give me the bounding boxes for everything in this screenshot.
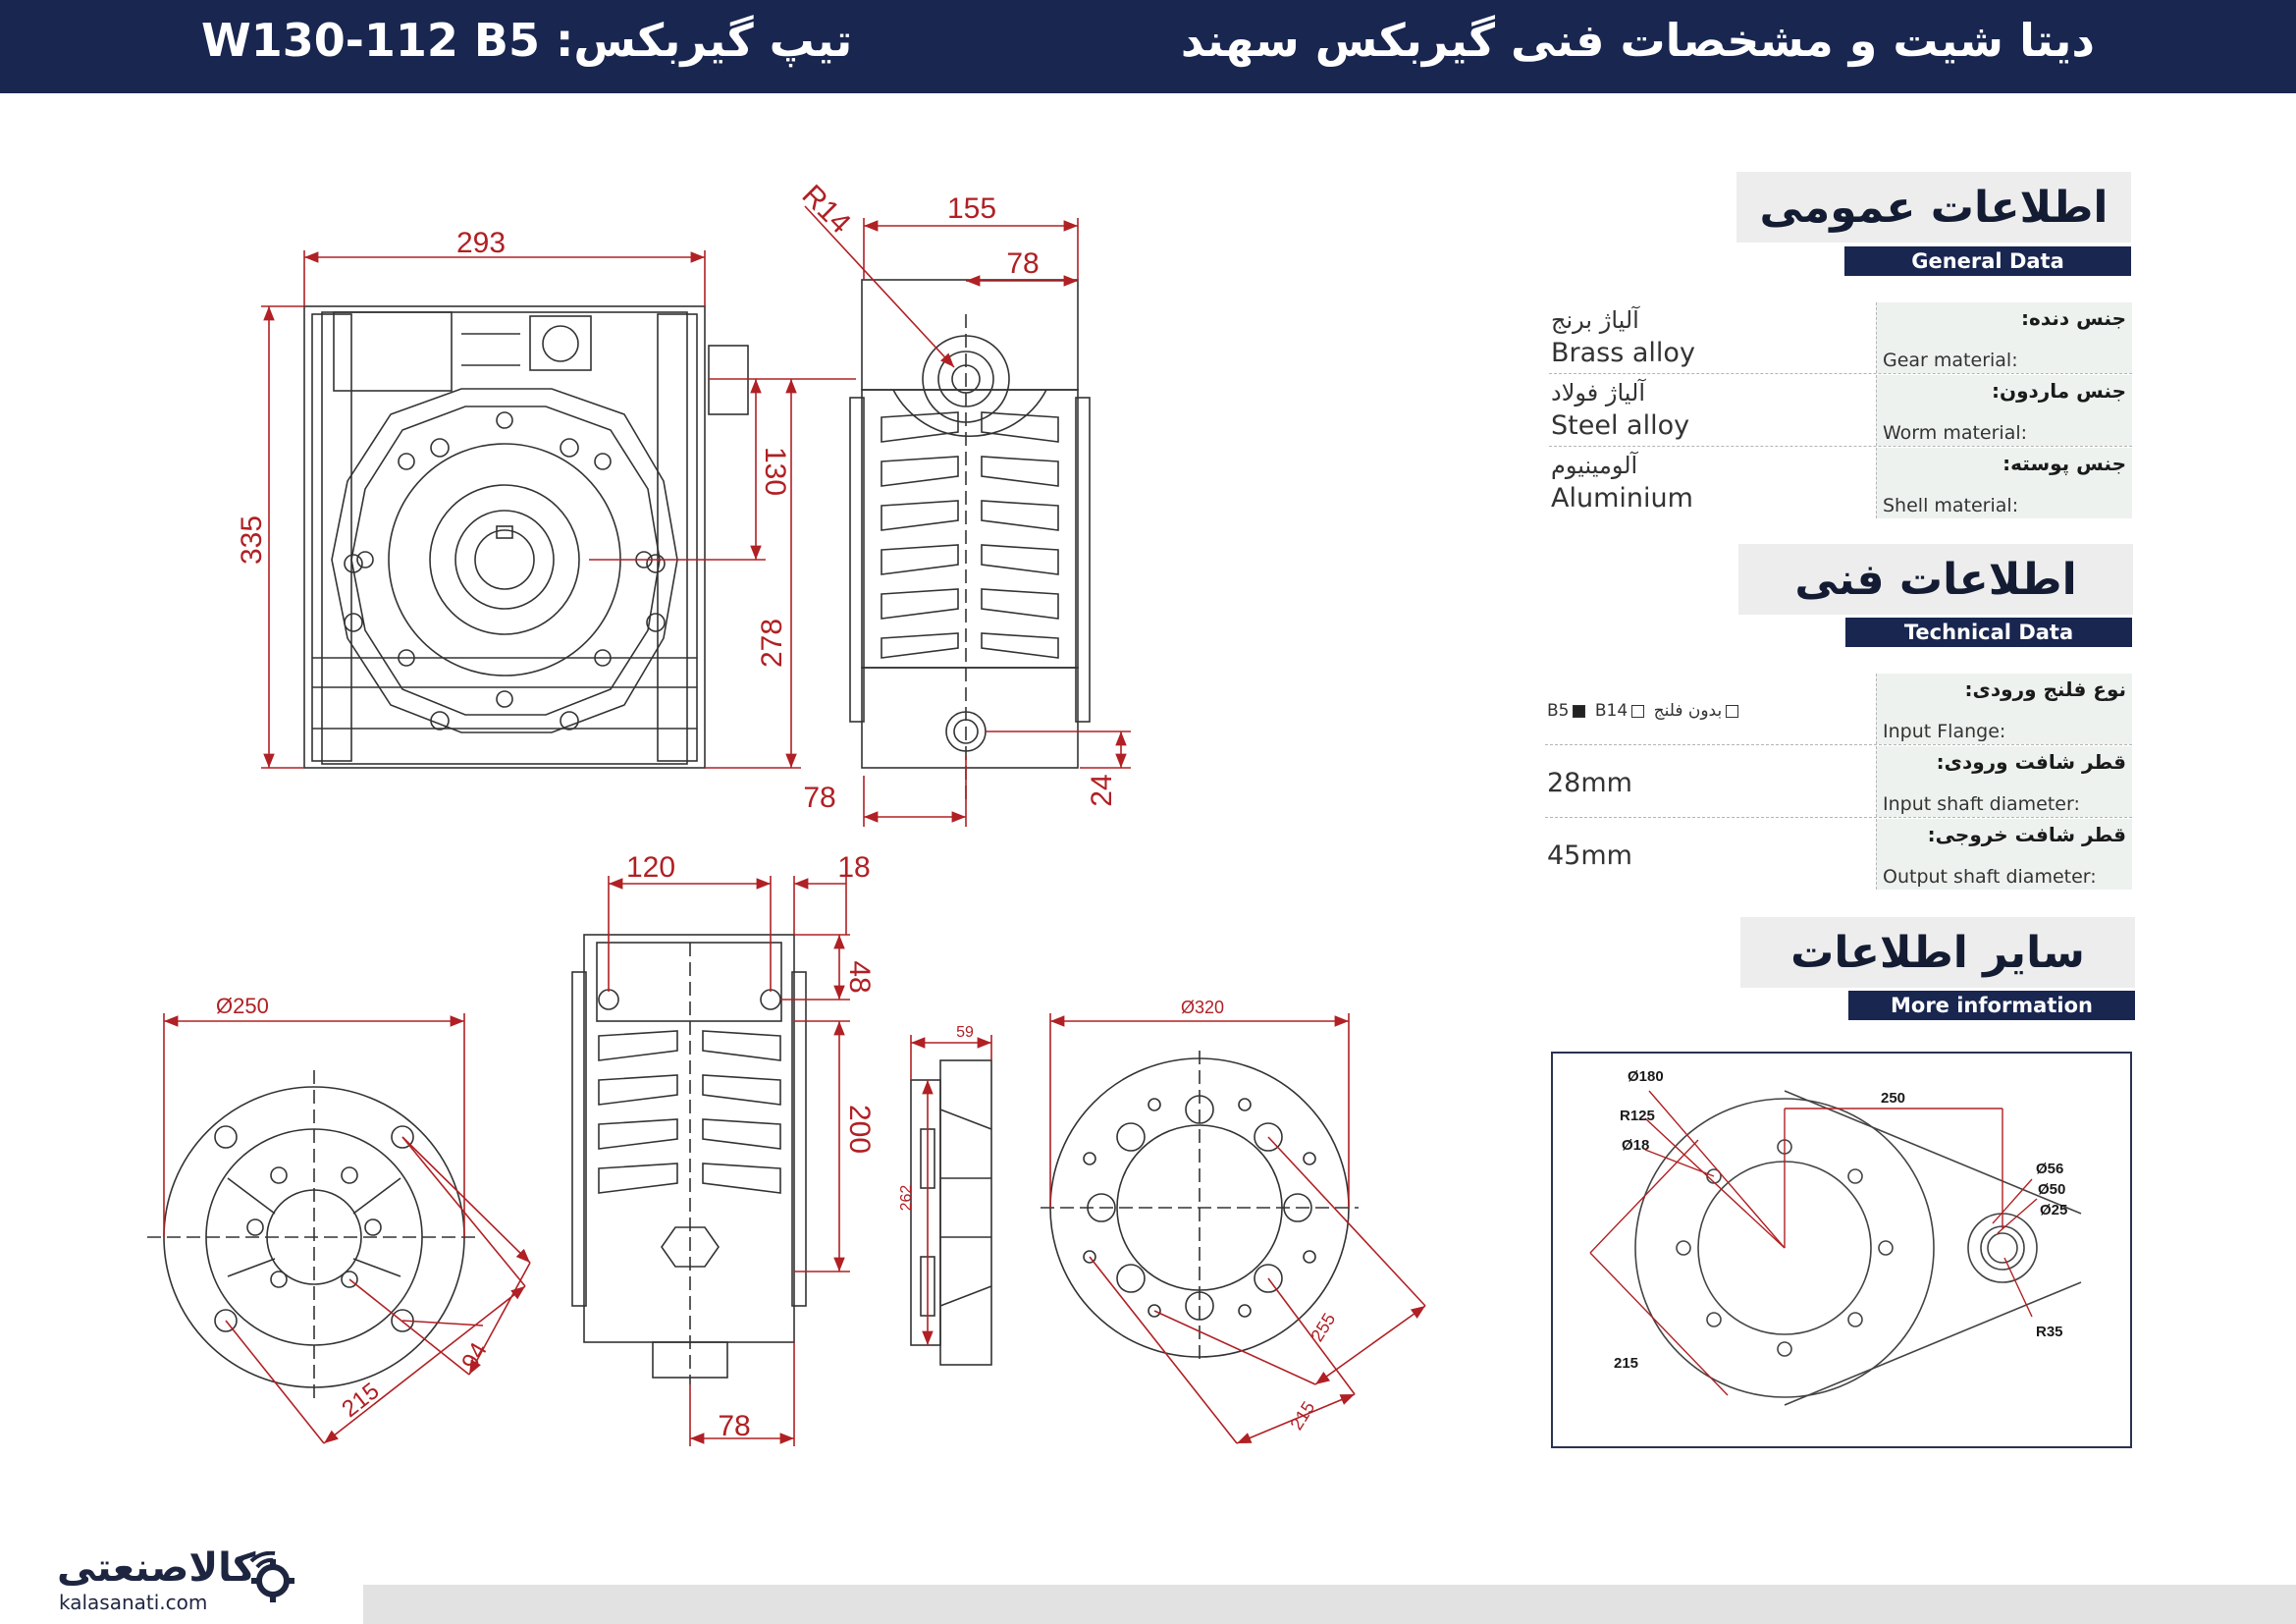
side-view (849, 279, 1091, 805)
worm-material-label-en: Worm material: (1883, 422, 2028, 444)
dim-r14: R14 (796, 179, 857, 240)
dim-130: 130 (759, 447, 791, 496)
table-row: جنس ماردون: Worm material: آلیاژ فولاد S… (1549, 375, 2132, 447)
table-row: جنس دنده: Gear material: آلیاژ برنج Bras… (1549, 302, 2132, 374)
gear-material-label: جنس دنده: (2021, 306, 2126, 330)
info-dia18: Ø18 (1622, 1137, 1649, 1154)
flange-b14-label: B14 (1594, 701, 1629, 721)
flange-profile-view (910, 1059, 992, 1366)
dimension-labels: 293 155 78 R14 335 130 278 78 24 120 18 … (216, 179, 1339, 1442)
flange-none-checkbox[interactable] (1726, 704, 1739, 718)
page-title: دیتا شیت و مشخصات فنی گیربکس سهند (1180, 14, 2095, 67)
worm-material-label: جنس ماردون: (1992, 379, 2126, 403)
shell-material-label: جنس پوسته: (2002, 452, 2126, 475)
dim-215-b: 215 (1286, 1398, 1318, 1434)
brand-name: کالاصنعتی (57, 1545, 256, 1591)
brand-url: kalasanati.com (59, 1591, 208, 1614)
flange-none-label: بدون فلنج (1653, 701, 1723, 721)
input-flange-label: نوع فلنج ورودی: (1964, 677, 2126, 701)
dim-59: 59 (956, 1024, 974, 1041)
dim-200: 200 (843, 1105, 876, 1154)
page-header: دیتا شیت و مشخصات فنی گیربکس سهند تیپ گی… (0, 0, 2296, 93)
input-flange-options: B5 B14 بدون فلنج (1547, 701, 1742, 721)
info-dia56: Ø56 (2036, 1161, 2063, 1177)
front-view (303, 305, 749, 769)
brand-logo[interactable]: کالاصنعتی kalasanati.com (0, 1543, 363, 1624)
output-flange-view (147, 1070, 481, 1404)
general-data-heading: اطلاعات عمومی (1736, 172, 2131, 243)
dim-293: 293 (456, 227, 506, 259)
dim-335: 335 (236, 515, 268, 565)
dim-278: 278 (756, 619, 788, 668)
input-flange-view (1041, 1051, 1359, 1365)
flange-b5-checkbox[interactable] (1573, 704, 1586, 718)
dim-78-top: 78 (1006, 247, 1039, 280)
info-dia50: Ø50 (2038, 1181, 2065, 1198)
worm-material-value: آلیاژ فولاد (1551, 379, 1645, 406)
shell-material-label-en: Shell material: (1883, 495, 2019, 516)
output-shaft-label-en: Output shaft diameter: (1883, 866, 2097, 888)
dimension-lines (163, 205, 1426, 1446)
technical-data-subheading: Technical Data (1845, 618, 2132, 647)
torque-arm-drawing: Ø180 R125 Ø18 250 Ø56 Ø50 Ø25 R35 215 (1551, 1052, 2132, 1448)
dim-18: 18 (837, 851, 870, 884)
output-shaft-label: قطر شافت خروجی: (1927, 823, 2126, 846)
output-shaft-value: 45mm (1547, 840, 1632, 871)
dim-120: 120 (626, 851, 675, 884)
info-250: 250 (1881, 1090, 1905, 1107)
worm-material-value-en: Steel alloy (1551, 410, 1690, 441)
dim-155: 155 (947, 192, 996, 225)
more-info-subheading: More information (1848, 991, 2135, 1020)
shell-material-value-en: Aluminium (1551, 483, 1693, 514)
table-row: قطر شافت خروجی: Output shaft diameter: 4… (1545, 819, 2132, 890)
more-info-heading: سایر اطلاعات (1740, 917, 2135, 988)
info-r125: R125 (1620, 1108, 1655, 1124)
dim-dia320: Ø320 (1181, 998, 1224, 1017)
input-shaft-label-en: Input shaft diameter: (1883, 793, 2080, 815)
shell-material-value: آلومینیوم (1551, 452, 1638, 479)
flange-b14-checkbox[interactable] (1631, 704, 1645, 718)
gear-signal-icon (249, 1551, 294, 1602)
table-row: قطر شافت ورودی: Input shaft diameter: 28… (1545, 746, 2132, 818)
input-shaft-label: قطر شافت ورودی: (1936, 750, 2126, 774)
dim-255: 255 (1307, 1310, 1339, 1345)
gear-material-label-en: Gear material: (1883, 350, 2018, 371)
dim-24: 24 (1086, 774, 1118, 806)
table-row: جنس پوسته: Shell material: آلومینیوم Alu… (1549, 448, 2132, 518)
input-flange-label-en: Input Flange: (1883, 721, 2006, 742)
info-215: 215 (1614, 1355, 1638, 1372)
footer-bar (0, 1585, 2296, 1624)
info-r35: R35 (2036, 1324, 2063, 1340)
dim-78-bottom: 78 (718, 1410, 750, 1442)
gear-material-value: آلیاژ برنج (1551, 306, 1639, 334)
dim-78-side: 78 (803, 782, 835, 814)
gearbox-type: تیپ گیربکس: W130-112 B5 (201, 14, 853, 67)
technical-data-heading: اطلاعات فنی (1738, 544, 2133, 615)
flange-b5-label: B5 (1547, 701, 1570, 721)
info-dia180: Ø180 (1628, 1068, 1664, 1085)
technical-drawing: 293 155 78 R14 335 130 278 78 24 120 18 … (147, 179, 1426, 1446)
input-shaft-value: 28mm (1547, 768, 1632, 798)
info-dia25: Ø25 (2040, 1202, 2067, 1218)
general-data-subheading: General Data (1844, 246, 2131, 276)
bottom-side-view (571, 934, 807, 1384)
gear-material-value-en: Brass alloy (1551, 338, 1695, 368)
dim-dia250: Ø250 (216, 994, 269, 1018)
table-row: نوع فلنج ورودی: Input Flange: B5 B14 بدو… (1545, 674, 2132, 745)
dim-262: 262 (898, 1185, 915, 1212)
dim-48: 48 (843, 960, 876, 993)
